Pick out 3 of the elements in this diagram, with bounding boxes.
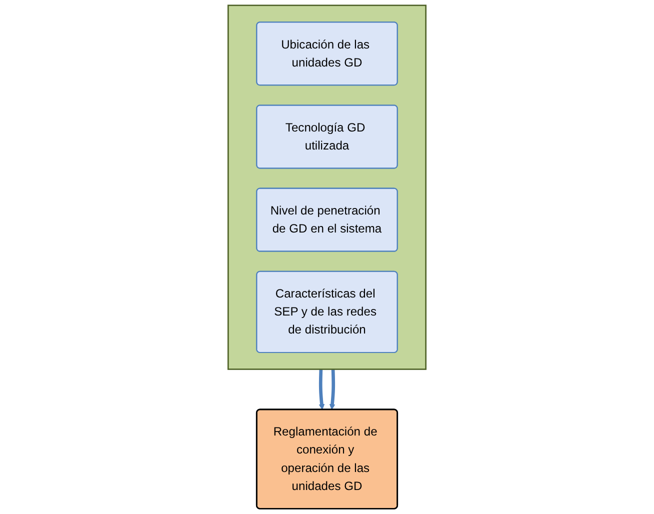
arrow xyxy=(329,369,336,410)
cluster xyxy=(227,4,427,370)
arrow xyxy=(318,369,325,410)
